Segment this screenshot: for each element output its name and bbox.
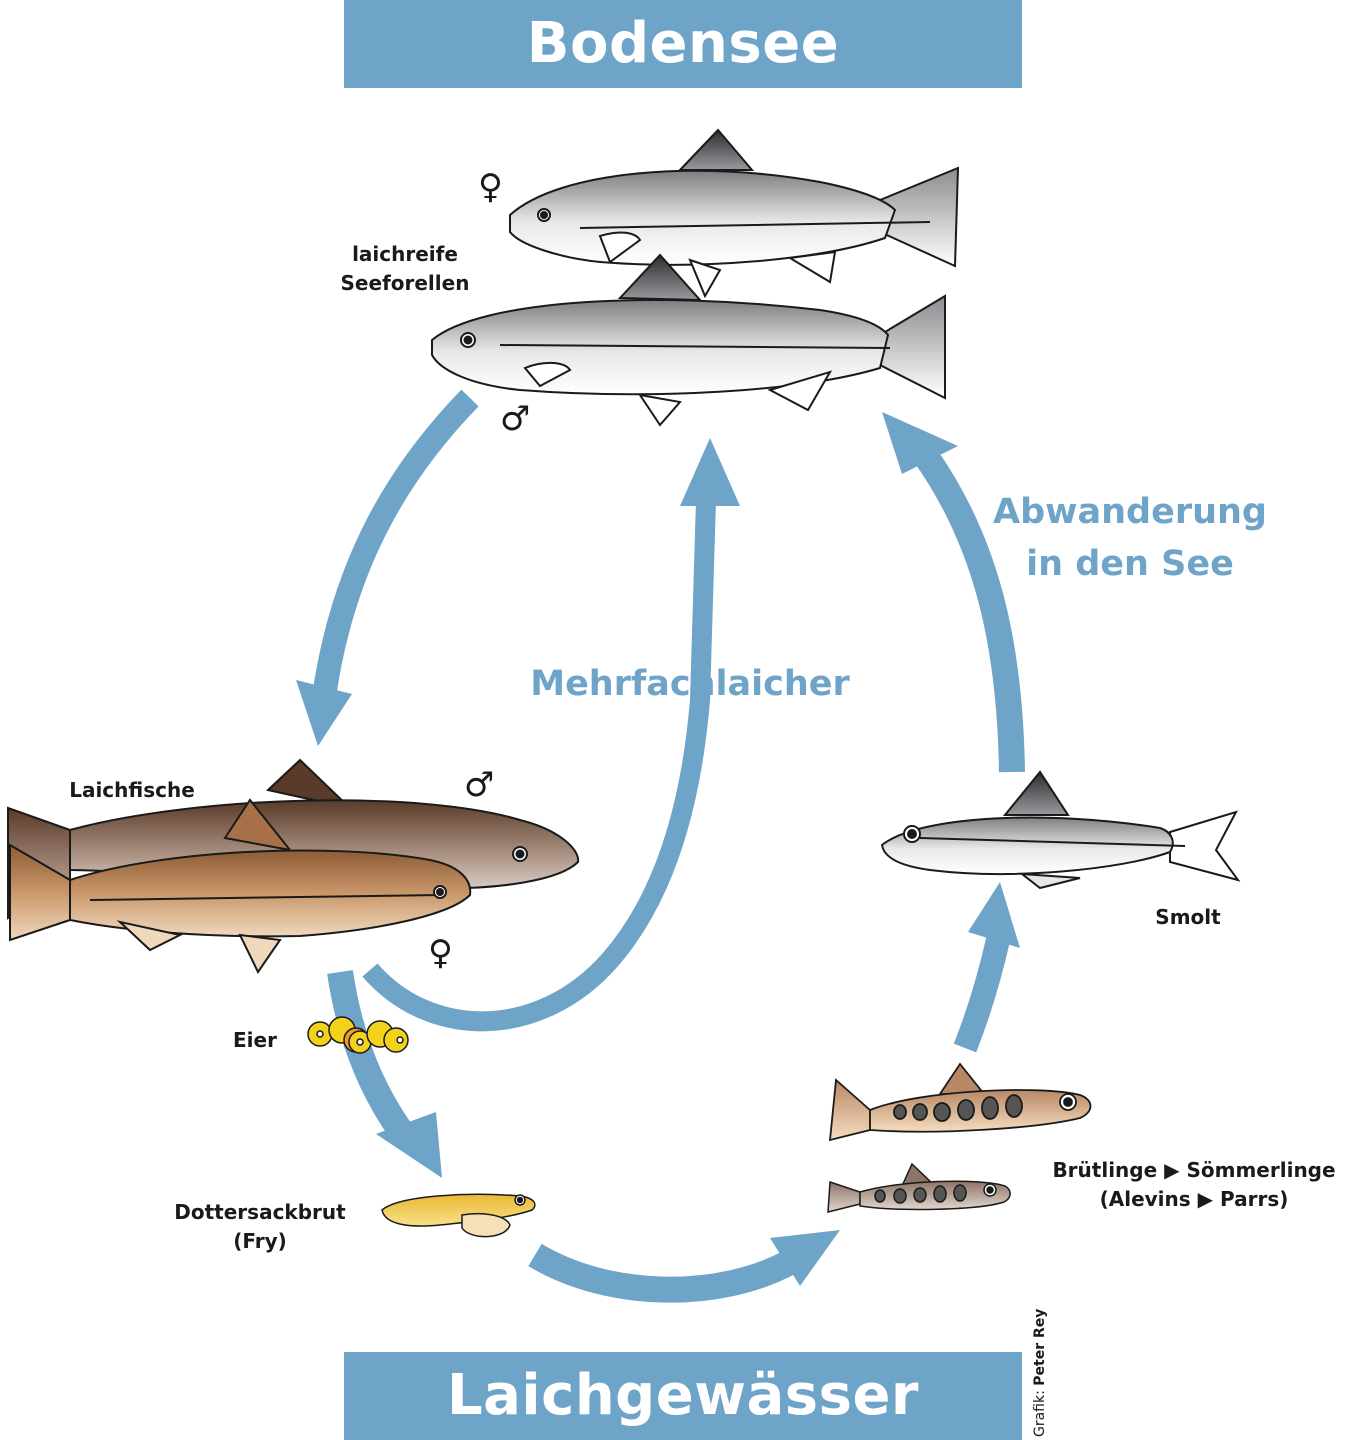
label-juveniles-line2: (Alevins ▶ Parrs) (1099, 1187, 1289, 1211)
label-fry: Dottersackbrut (Fry) (170, 1198, 350, 1256)
banner-laichgewaesser: Laichgewässer (344, 1352, 1022, 1440)
credit-author: Peter Rey (1032, 1308, 1048, 1386)
arrowhead-repeat-spawner (680, 438, 740, 506)
label-migration-line2: in den See (1026, 544, 1234, 584)
alevin (827, 1162, 1011, 1213)
label-repeat-spawner: Mehrfachlaicher (530, 664, 850, 704)
arrow-fry-to-juveniles (528, 1243, 797, 1303)
arrowhead-lake-to-spawners (296, 680, 352, 746)
credit: Grafik: Peter Rey (1032, 1309, 1048, 1437)
arrow-smolt-to-lake (914, 447, 1025, 773)
smolt (880, 770, 1241, 890)
eggs-cluster (307, 1016, 409, 1054)
arrow-spawners-to-fry (327, 970, 411, 1138)
label-migration-line1: Abwanderung (993, 492, 1267, 532)
arrowhead-spawners-to-fry (376, 1112, 442, 1178)
male-symbol-spawners: ♂ (464, 765, 495, 805)
label-spawners: Laichfische (69, 778, 195, 802)
label-eggs: Eier (233, 1028, 277, 1052)
arrow-repeat-spawner-loop (362, 499, 716, 1032)
fry-larva (381, 1193, 536, 1238)
label-fry-line2: (Fry) (233, 1229, 287, 1253)
parr (828, 1062, 1092, 1142)
arrow-juveniles-to-smolt (953, 937, 1010, 1053)
label-adults-lake-line1: laichreife (352, 242, 458, 266)
label-juveniles: Brütlinge ▶ Sömmerlinge (Alevins ▶ Parrs… (1044, 1156, 1344, 1214)
label-adults-lake: laichreife Seeforellen (340, 240, 470, 298)
arrowhead-juveniles-to-smolt (968, 882, 1020, 948)
label-fry-line1: Dottersackbrut (174, 1200, 346, 1224)
label-migration: Abwanderung in den See (980, 486, 1280, 590)
lake-trout-female (509, 128, 960, 299)
banner-bodensee: Bodensee (344, 0, 1022, 88)
arrow-lake-to-spawners (313, 389, 479, 692)
female-symbol-lake: ♀ (478, 167, 503, 207)
label-smolt: Smolt (1155, 905, 1221, 929)
arrowhead-fry-to-juveniles (770, 1230, 840, 1286)
label-juveniles-line1: Brütlinge ▶ Sömmerlinge (1052, 1158, 1336, 1182)
credit-prefix: Grafik: (1032, 1385, 1048, 1437)
label-adults-lake-line2: Seeforellen (340, 271, 470, 295)
arrowhead-smolt-to-lake (882, 412, 958, 474)
spawner-female (9, 798, 472, 974)
male-symbol-lake: ♂ (500, 399, 531, 439)
lake-trout-male (431, 253, 946, 427)
female-symbol-spawners: ♀ (428, 933, 453, 973)
